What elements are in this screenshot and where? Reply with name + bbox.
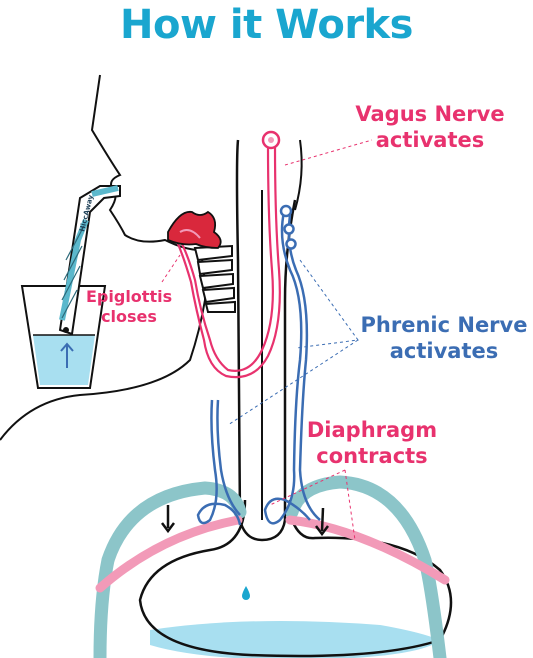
- diaphragm-label: Diaphragm contracts: [296, 418, 448, 469]
- esophagus: [235, 139, 297, 542]
- epiglottis-label: Epiglottis closes: [86, 287, 172, 326]
- diaphragm-label-line1: Diaphragm: [306, 418, 438, 442]
- epiglottis-label-line1: Epiglottis: [86, 287, 173, 306]
- diaphragm-contracted: [95, 515, 450, 593]
- contract-arrow-right-icon: [315, 507, 329, 537]
- face-outline: [0, 74, 207, 441]
- phrenic-label-line2: activates: [389, 338, 499, 363]
- stomach-water: [150, 621, 440, 658]
- vagus-label-line2: activates: [375, 127, 485, 152]
- epiglottis-label-line2: closes: [101, 306, 157, 326]
- phrenic-nerve: [196, 211, 321, 526]
- straw: [58, 185, 121, 368]
- leader-lines: [161, 139, 373, 541]
- neck-back-outline: [294, 139, 303, 211]
- trachea-rings: [193, 244, 236, 313]
- page-title: How it Works: [120, 2, 413, 48]
- contract-arrow-left-icon: [161, 505, 175, 534]
- droplet-icon: [242, 586, 250, 600]
- phrenic-nerve-nodes: [279, 204, 297, 250]
- vagus-nerve: [176, 144, 281, 379]
- epiglottis: [167, 210, 222, 249]
- diaphragm-label-line2: contracts: [316, 443, 428, 468]
- diaphragm-dome: [101, 475, 447, 658]
- vagus-nerve-label: Vagus Nerve activates: [340, 102, 520, 153]
- phrenic-nerve-label: Phrenic Nerve activates: [355, 313, 533, 364]
- phrenic-label-line1: Phrenic Nerve: [360, 313, 528, 337]
- vagus-label-line1: Vagus Nerve: [355, 102, 505, 126]
